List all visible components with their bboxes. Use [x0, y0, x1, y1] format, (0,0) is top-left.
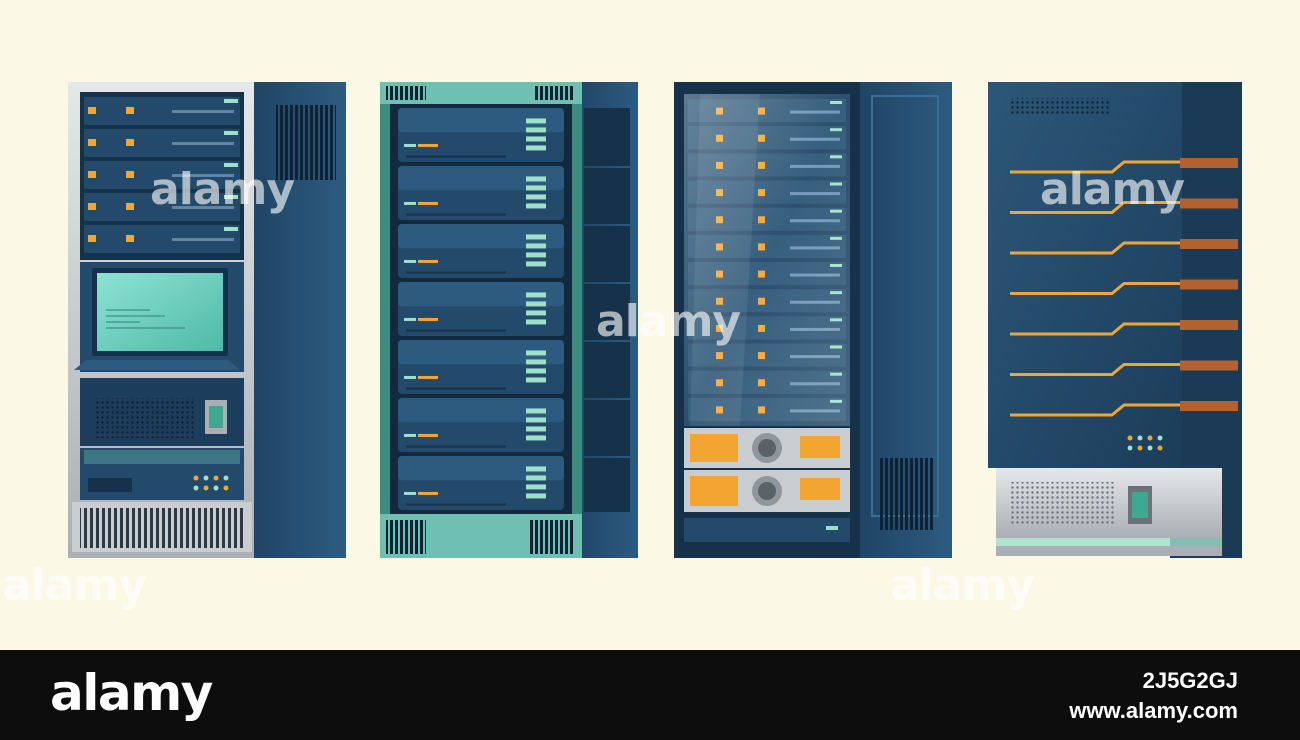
server-rack-with-monitor [68, 82, 346, 558]
status-light-icon [418, 317, 438, 321]
top-vent-icon [386, 86, 426, 100]
status-light-icon [404, 201, 416, 205]
light-stripe-icon [1010, 403, 1182, 417]
bottom-vent-icon [386, 520, 426, 554]
led-bar-icon [526, 118, 546, 124]
status-light-icon [404, 143, 416, 147]
led-bar-icon [526, 252, 546, 258]
server-rack-glass-door [674, 82, 952, 558]
led-bar-icon [526, 435, 546, 441]
drive-slot [88, 478, 132, 492]
light-stripe-icon [1010, 201, 1182, 214]
status-light-icon [404, 491, 416, 495]
led-bar-icon [526, 319, 546, 325]
status-leds-icon [193, 475, 229, 491]
status-light-icon [418, 259, 438, 263]
led-bar-icon [526, 368, 546, 374]
site-url[interactable]: www.alamy.com [1069, 698, 1238, 723]
server-rack-teal-frame [380, 82, 638, 558]
drive-light-icon [88, 107, 96, 114]
side-vent-icon [276, 105, 336, 180]
top-vent-icon [1010, 98, 1110, 114]
led-bar-icon [526, 377, 546, 383]
led-bar-icon [526, 194, 546, 200]
status-light-icon [404, 375, 416, 379]
led-bar-icon [526, 350, 546, 356]
side-stripe [1180, 239, 1238, 249]
led-bar-icon [526, 466, 546, 472]
image-id: 2J5G2GJ [1142, 668, 1238, 693]
led-bar-icon [526, 185, 546, 191]
drive-light-icon [88, 235, 96, 242]
led-bar-icon [526, 484, 546, 490]
led-bar-icon [526, 127, 546, 133]
drive-light-icon [88, 139, 96, 146]
status-light-icon [418, 433, 438, 437]
led-bar-icon [526, 234, 546, 240]
status-light-icon [418, 491, 438, 495]
led-bar-icon [526, 145, 546, 151]
glass-door-reflection [684, 94, 850, 426]
keyboard-tray [74, 360, 240, 370]
status-light-icon [404, 317, 416, 321]
rack-server-units [398, 108, 564, 510]
light-stripe-icon [1010, 282, 1182, 295]
light-stripe-icon [1010, 363, 1182, 376]
drive-light-icon [126, 171, 134, 178]
server-racks-illustration [68, 82, 1242, 558]
led-bar-icon [526, 426, 546, 432]
led-bar-icon [526, 301, 546, 307]
led-bar-icon [526, 243, 546, 249]
footer-bar: alamy 2J5G2GJ www.alamy.com [0, 650, 1300, 740]
drive-light-icon [126, 139, 134, 146]
speaker-grille-icon [94, 398, 194, 438]
monitor-screen-icon [97, 273, 223, 351]
cabinet-light-stripes [1010, 158, 1238, 417]
side-stripe [1180, 320, 1238, 330]
side-stripe [1180, 279, 1238, 290]
led-bar-icon [526, 203, 546, 209]
server-cabinet-with-stripes [988, 82, 1242, 558]
led-bar-icon [526, 292, 546, 298]
led-bar-icon [526, 475, 546, 481]
top-vent-icon [534, 86, 574, 100]
status-light-icon [418, 375, 438, 379]
led-bar-icon [526, 408, 546, 414]
light-stripe-icon [1010, 322, 1182, 336]
side-stripe [1180, 198, 1238, 209]
drive-light-icon [88, 203, 96, 210]
led-bar-icon [526, 417, 546, 423]
side-stripe [1180, 401, 1238, 411]
light-stripe-icon [1010, 160, 1182, 174]
status-light-icon [404, 433, 416, 437]
side-stripe [1180, 360, 1238, 371]
cabinet-front-panel [988, 82, 1182, 468]
status-light-icon [418, 201, 438, 205]
status-light-icon [404, 259, 416, 263]
side-vent-icon [878, 458, 934, 530]
power-outlets-icon [690, 434, 738, 506]
led-bar-icon [526, 136, 546, 142]
network-ports-icon [800, 436, 840, 500]
led-bar-icon [526, 261, 546, 267]
led-bar-icon [526, 359, 546, 365]
bottom-vent-icon [80, 508, 244, 548]
light-stripe-icon [1010, 241, 1182, 255]
footer-logo[interactable]: alamy [50, 664, 213, 722]
led-bar-icon [526, 493, 546, 499]
drive-light-icon [126, 107, 134, 114]
drive-light-icon [126, 203, 134, 210]
drive-light-icon [88, 171, 96, 178]
bottom-vent-icon [530, 520, 574, 554]
led-bar-icon [526, 176, 546, 182]
status-leds-icon [1127, 435, 1163, 451]
led-bar-icon [526, 310, 546, 316]
rack-server-units [84, 97, 240, 253]
speaker-grille-icon [1010, 482, 1114, 526]
drive-light-icon [126, 235, 134, 242]
status-light-icon [418, 143, 438, 147]
side-stripe [1180, 158, 1238, 168]
